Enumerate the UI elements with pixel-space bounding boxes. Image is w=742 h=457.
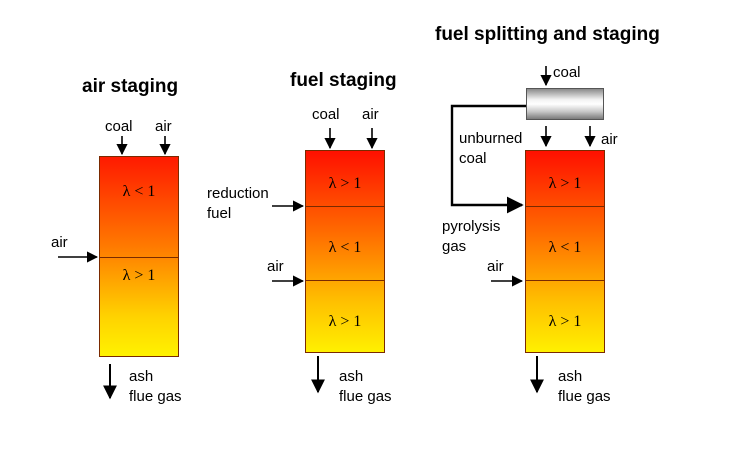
zone-divider [526, 206, 604, 207]
label-side-air-3: air [487, 258, 504, 275]
label-coal-1: coal [105, 118, 133, 135]
label-air-top-1: air [155, 118, 172, 135]
zone-lambda-2b: λ < 1 [328, 239, 362, 256]
bypass-line-3 [450, 104, 526, 214]
zone-lambda-1a: λ < 1 [122, 183, 156, 200]
label-coal-2: coal [312, 106, 340, 123]
furnace-column-2: λ > 1 λ < 1 λ > 1 [305, 150, 385, 353]
title-fuel-staging: fuel staging [290, 70, 397, 91]
zone-lambda-2a: λ > 1 [328, 175, 362, 192]
label-fuel-2: fuel [207, 205, 232, 222]
label-coal-in-3: coal [553, 64, 581, 81]
label-air-top-2: air [362, 106, 379, 123]
label-gas-3: gas [442, 238, 467, 255]
label-flue-gas-1: flue gas [129, 388, 182, 405]
label-ash-3: ash [558, 368, 583, 385]
label-reduction-2: reduction [207, 185, 269, 202]
zone-divider [306, 280, 384, 281]
label-ash-1: ash [129, 368, 154, 385]
zone-lambda-2c: λ > 1 [328, 313, 362, 330]
furnace-column-3: λ > 1 λ < 1 λ > 1 [525, 150, 605, 353]
label-air-top-3: air [601, 131, 618, 148]
label-unburned-3: unburned [459, 130, 523, 147]
label-side-air-2: air [267, 258, 284, 275]
title-air-staging: air staging [82, 76, 179, 97]
furnace-column-1: λ < 1 λ > 1 [99, 156, 179, 357]
label-coal-3: coal [459, 150, 487, 167]
zone-lambda-3a: λ > 1 [548, 175, 582, 192]
zone-divider [526, 280, 604, 281]
label-ash-2: ash [339, 368, 364, 385]
coal-mill-cylinder [526, 88, 604, 120]
label-flue-gas-3: flue gas [558, 388, 611, 405]
zone-lambda-3b: λ < 1 [548, 239, 582, 256]
label-pyrolysis-3: pyrolysis [442, 218, 501, 235]
zone-lambda-1b: λ > 1 [122, 267, 156, 284]
zone-divider [306, 206, 384, 207]
label-flue-gas-2: flue gas [339, 388, 392, 405]
zone-lambda-3c: λ > 1 [548, 313, 582, 330]
title-fuel-splitting: fuel splitting and staging [435, 24, 660, 45]
label-side-air-1: air [51, 234, 68, 251]
zone-divider [100, 257, 178, 258]
